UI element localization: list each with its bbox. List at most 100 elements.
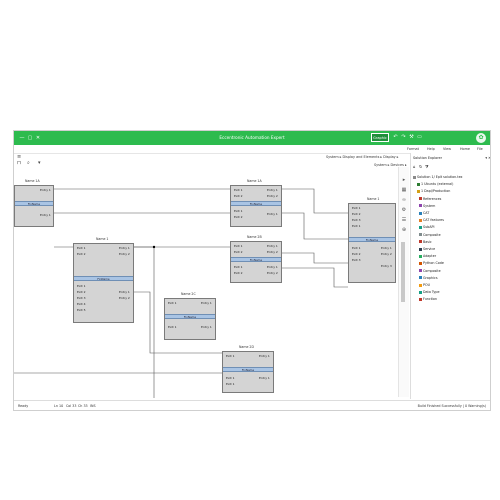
tree-item-icon: [419, 211, 422, 215]
lock-icon[interactable]: ⊓: [17, 160, 21, 166]
panel-close-icon[interactable]: ▾ ✕: [485, 156, 491, 160]
tree-item-label: Composite: [423, 232, 441, 237]
node-7[interactable]: Name 2D Exit 1 Entry 1 FinName Exit 1 Ex…: [222, 345, 274, 393]
home-icon[interactable]: ⌂: [413, 164, 416, 169]
port-exit: Exit 1: [352, 206, 361, 210]
tree-item[interactable]: Python Code: [419, 261, 444, 265]
node-6[interactable]: Name 1 Exit 1 Exit 2 Exit 3 Exit 1 FinNa…: [348, 197, 396, 283]
port-exit: Exit 2: [234, 250, 243, 254]
tree-item[interactable]: System: [419, 204, 435, 208]
window-title: Eccentronic Automation Expert: [219, 135, 285, 140]
tree-item[interactable]: Function: [419, 297, 437, 301]
node-2[interactable]: Name 1A Exit 1 Exit 2 Entry 1 Entry 2 Fi…: [230, 179, 282, 227]
tree-item[interactable]: 1 Ubuntu (external): [417, 182, 453, 186]
port-exit: Exit 1: [234, 209, 243, 213]
refresh-icon[interactable]: ↻: [419, 164, 423, 169]
port-exit: Exit 3: [352, 258, 361, 262]
menu-help[interactable]: Help: [427, 147, 435, 151]
port-entry: Entry 1: [381, 246, 392, 250]
breadcrumb[interactable]: System ▸ Display and Elements ▸ Display …: [326, 155, 399, 159]
build-icon[interactable]: ⚒: [409, 134, 414, 140]
port-exit: Exit 2: [352, 212, 361, 216]
link-icon[interactable]: ∞: [401, 197, 407, 203]
tree-item[interactable]: Basic: [419, 240, 432, 244]
port-exit: Exit 4: [77, 302, 86, 306]
port-entry: Entry 2: [267, 194, 278, 198]
port-entry: Entry 1: [40, 188, 51, 192]
minimize-icon[interactable]: —: [19, 135, 25, 141]
node-5[interactable]: Name 2C Exit 1 Entry 1 FinName Exit 1 En…: [164, 292, 216, 340]
status-line: Ln 10: [54, 404, 64, 408]
zoom-icon[interactable]: ⊕: [401, 227, 407, 233]
tree-item[interactable]: Solution 1/ Eplt solution.tex: [413, 175, 463, 179]
layers-icon[interactable]: ☰: [401, 217, 407, 223]
menu-lines-icon[interactable]: ≡: [17, 154, 22, 160]
node-3[interactable]: Name 2B Exit 1 Exit 2 Entry 1 Entry 2 Fi…: [230, 235, 282, 283]
port-entry: Entry 3: [381, 264, 392, 268]
tree-item-icon: [419, 225, 422, 229]
port-exit: Exit 1: [234, 244, 243, 248]
port-exit: Exit 1: [226, 354, 235, 358]
chevron-down-icon[interactable]: ▾: [38, 160, 41, 166]
grid-icon[interactable]: ▦: [401, 187, 407, 193]
tree-item[interactable]: SubAPI: [419, 225, 435, 229]
redo-icon[interactable]: ↷: [401, 134, 406, 140]
port-exit: Exit 3: [77, 296, 86, 300]
tree-item-icon: [417, 189, 420, 193]
port-entry: Entry 2: [267, 250, 278, 254]
panel-toolbar: ⌂ ↻ ⧩: [413, 164, 489, 170]
menu-format[interactable]: Format: [407, 147, 419, 151]
port-entry: Entry 1: [267, 212, 278, 216]
tree-item[interactable]: Composite: [419, 269, 441, 273]
node-title: Name 1: [96, 237, 109, 241]
settings-icon[interactable]: ⚙: [401, 207, 407, 213]
menu-file[interactable]: File: [477, 147, 483, 151]
port-exit: Exit 2: [234, 215, 243, 219]
node-band: FinName: [349, 237, 395, 242]
toolbar: ≡ ⊓ ⌕ ▾: [14, 153, 490, 167]
port-exit: Exit 1: [77, 246, 86, 250]
panel-title: Solution Explorer: [413, 156, 443, 160]
tree-item[interactable]: Data Type: [419, 290, 440, 294]
port-entry: Entry 2: [119, 296, 130, 300]
port-exit: Exit 1: [168, 325, 177, 329]
tree-item[interactable]: Composite: [419, 233, 441, 237]
port-exit: Exit 2: [234, 194, 243, 198]
folder-icon[interactable]: ▭: [417, 134, 422, 140]
port-exit: Exit 3: [352, 218, 361, 222]
tree-item[interactable]: References: [419, 197, 441, 201]
tree-item[interactable]: Adapter: [419, 254, 436, 258]
tree-item[interactable]: Graphics: [419, 276, 438, 280]
close-icon[interactable]: ✕: [35, 135, 41, 141]
status-col: Col 33: [66, 404, 77, 408]
tree-item[interactable]: 1 Dapl/Production: [417, 189, 450, 193]
port-entry: Entry 2: [119, 252, 130, 256]
menu-view[interactable]: View: [443, 147, 452, 151]
search-icon[interactable]: ⌕: [27, 160, 30, 166]
tree-item-label: 1 Dapl/Production: [421, 189, 451, 194]
restore-icon[interactable]: ▢: [27, 135, 33, 141]
menu-home[interactable]: Home: [460, 147, 471, 151]
tree-item[interactable]: POU: [419, 283, 430, 287]
node-band: FinName: [165, 314, 215, 319]
tree-item-icon: [419, 290, 422, 294]
port-exit: Exit 2: [77, 290, 86, 294]
tree-item[interactable]: CAT: [419, 211, 429, 215]
pointer-icon[interactable]: ▸: [402, 177, 406, 183]
vertical-scroll-thumb[interactable]: [401, 242, 405, 302]
tree-item[interactable]: Service: [419, 247, 435, 251]
tree-item-label: References: [423, 196, 442, 201]
node-1[interactable]: Name 1A Entry 1 FinName Entry 1: [14, 179, 54, 227]
port-entry: Entry 1: [267, 265, 278, 269]
node-band: FinName: [223, 367, 273, 372]
undo-icon[interactable]: ↶: [393, 134, 398, 140]
node-4[interactable]: Name 1 Exit 1 Exit 2 Entry 1 Entry 2 Fin…: [73, 237, 134, 323]
filter-icon[interactable]: ⧩: [425, 164, 429, 169]
breadcrumb-secondary[interactable]: System ▸ Devices ▸: [374, 163, 407, 167]
diagram-canvas[interactable]: Name 1A Entry 1 FinName Entry 1 Name 1A …: [14, 173, 406, 398]
tree-item-label: Basic: [423, 239, 432, 244]
port-entry: Entry 1: [40, 213, 51, 217]
tree-item[interactable]: CAT features: [419, 218, 444, 222]
graphic-button[interactable]: Graphic: [371, 133, 389, 142]
tree-item-icon: [419, 247, 422, 251]
